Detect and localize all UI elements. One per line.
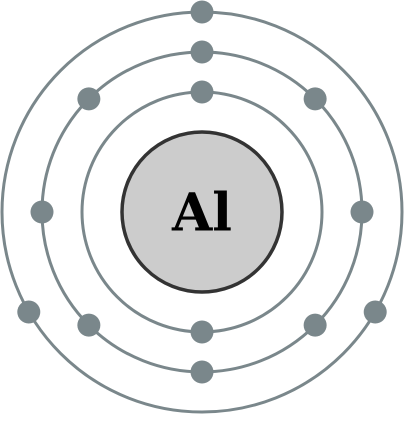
shell-2-electron-7 bbox=[30, 200, 54, 224]
shell-2-electron-3 bbox=[350, 200, 374, 224]
shell-3-electron-3 bbox=[17, 300, 41, 324]
shell-3-electron-1 bbox=[190, 0, 214, 24]
shell-1-electron-1 bbox=[190, 80, 214, 104]
shell-2-electron-8 bbox=[77, 87, 101, 111]
shell-2-electron-5 bbox=[190, 360, 214, 384]
element-symbol: Al bbox=[171, 183, 232, 244]
shell-3-electron-2 bbox=[363, 300, 387, 324]
electrons bbox=[17, 0, 387, 384]
shell-2-electron-6 bbox=[77, 313, 101, 337]
shell-1-electron-2 bbox=[190, 320, 214, 344]
shell-2-electron-4 bbox=[303, 313, 327, 337]
nucleus: Al bbox=[120, 130, 284, 294]
shell-2-electron-2 bbox=[303, 87, 327, 111]
nucleus-circle bbox=[120, 130, 284, 294]
shell-2-electron-1 bbox=[190, 40, 214, 64]
